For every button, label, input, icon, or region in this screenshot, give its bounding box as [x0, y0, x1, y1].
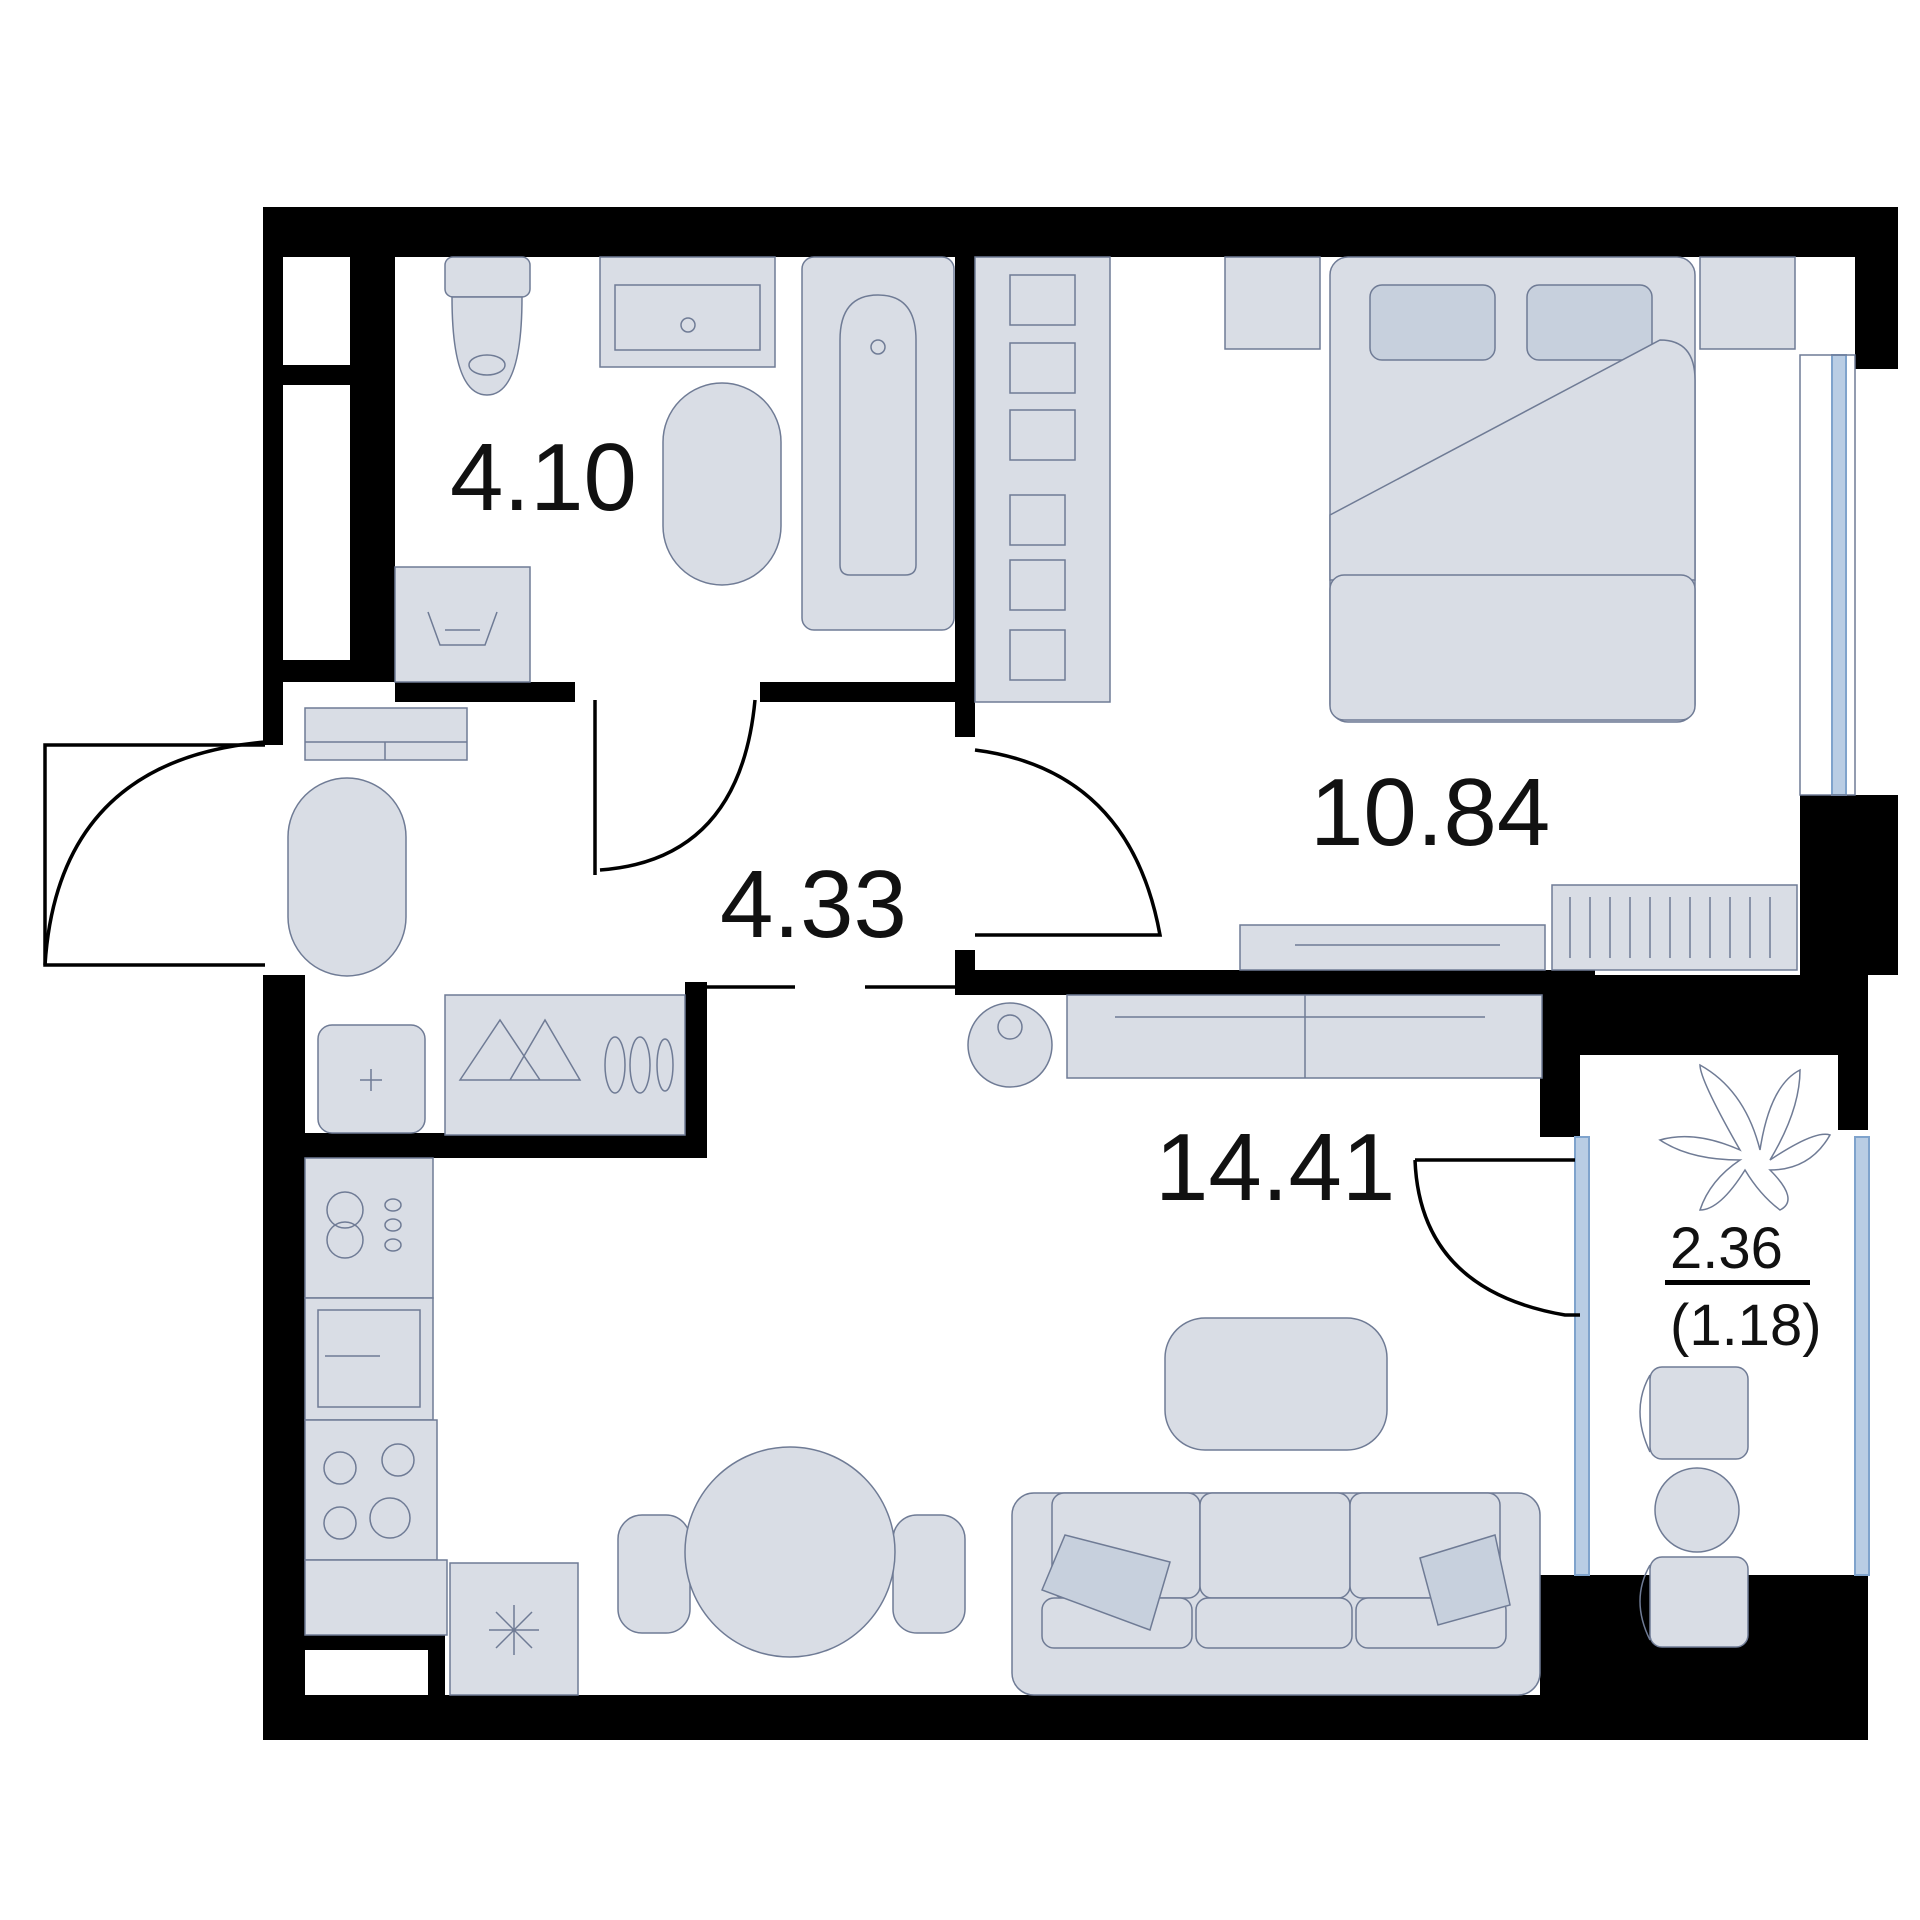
windows: [1574, 354, 1870, 1576]
shoe-shelf: [304, 707, 468, 761]
hallway-rug: [287, 777, 407, 977]
wall-living-top: [955, 970, 1595, 995]
wall-bath-bottom-right: [760, 682, 960, 702]
wall-bath-bottom-left: [395, 682, 575, 702]
bath-mat: [662, 382, 782, 586]
hallway-area: 4.33: [720, 851, 907, 958]
washing-machine-icon: [394, 566, 531, 683]
sofa-icon: [1011, 1492, 1541, 1696]
counter-end: [304, 1559, 448, 1636]
living-kitchen: 14.41: [304, 994, 1543, 1696]
wall-top: [263, 207, 1898, 257]
hallway: 4.33: [287, 707, 907, 1136]
double-bed-icon: [1329, 256, 1696, 723]
wall-balcony-right: [1838, 975, 1868, 1130]
wall-notch: [305, 1635, 445, 1650]
wall-shaft-right: [350, 257, 395, 682]
entrance-door: [43, 743, 265, 967]
balcony-table: [1654, 1467, 1740, 1553]
round-table-icon: [617, 1446, 966, 1658]
bedroom-area: 10.84: [1310, 759, 1550, 866]
wall-shaft-mid: [283, 365, 350, 385]
nightstand-right: [1699, 256, 1796, 350]
bedroom-window: [1831, 354, 1847, 796]
tv-stand: [1239, 924, 1546, 971]
hob-icon: [304, 1157, 434, 1299]
wall-balcony-left-lower: [1540, 1575, 1580, 1740]
balcony: 2.36 (1.18): [1639, 1063, 1832, 1648]
bathtub-icon: [801, 256, 955, 631]
balcony-window-right: [1854, 1136, 1870, 1576]
pouf: [317, 1024, 426, 1134]
living-kitchen-area: 14.41: [1155, 1114, 1395, 1221]
wardrobe: [974, 256, 1111, 703]
radiator: [1551, 884, 1798, 971]
wall-left-upper: [263, 207, 283, 745]
wall-bath-bedroom: [955, 257, 975, 737]
nightstand-left: [1224, 256, 1321, 350]
toilet-icon: [444, 256, 531, 396]
tv-unit: [1066, 994, 1543, 1079]
bathroom: 4.10: [394, 256, 955, 683]
balcony-window-left: [1574, 1136, 1590, 1576]
stove-icon: [304, 1419, 438, 1561]
robot-vacuum-icon: [967, 1002, 1053, 1088]
balcony-reduced-area: (1.18): [1670, 1293, 1822, 1358]
wall-shaft-bottom: [283, 660, 395, 682]
bathroom-area: 4.10: [450, 424, 637, 531]
balcony-area: 2.36: [1670, 1216, 1783, 1281]
wall-left-lower: [263, 975, 305, 1740]
closet: [444, 994, 686, 1136]
wall-hall-bottom-right: [955, 950, 975, 990]
balcony-chair-bottom: [1639, 1556, 1749, 1648]
balcony-chair-top: [1639, 1366, 1749, 1460]
walls: [263, 207, 1898, 1740]
balcony-area-underline: [1665, 1280, 1810, 1285]
sink-icon: [599, 256, 776, 368]
sink-icon: [304, 1297, 434, 1421]
wall-hall-closet-bottom: [305, 1133, 707, 1158]
wall-hall-closet-right: [685, 982, 707, 1154]
bedroom-door: [974, 748, 1163, 937]
bedroom: 10.84: [974, 256, 1798, 971]
wall-notch-side: [428, 1635, 445, 1695]
doors: [43, 699, 1580, 1317]
plant-icon: [1658, 1063, 1832, 1211]
wall-right-upper: [1855, 207, 1898, 369]
wall-balcony-left-upper: [1540, 975, 1580, 1137]
coffee-table: [1164, 1317, 1388, 1451]
wall-right-mid: [1800, 795, 1898, 975]
snowflake-icon: [449, 1562, 579, 1696]
